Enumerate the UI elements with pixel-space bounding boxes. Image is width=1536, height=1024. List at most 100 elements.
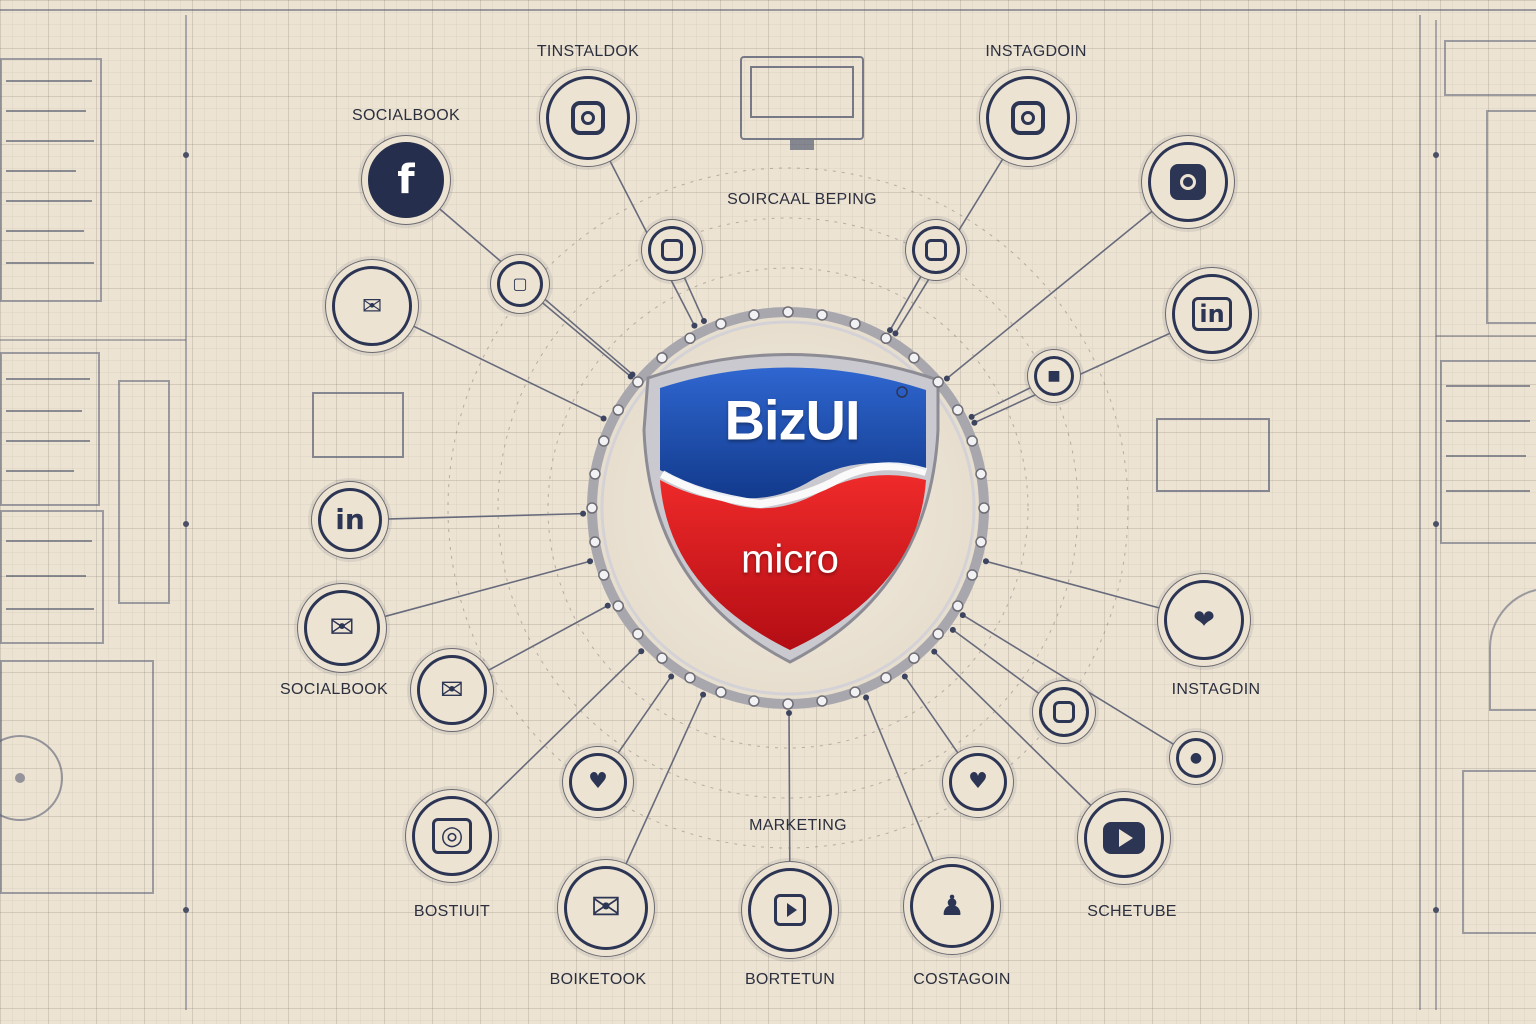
right-lower-panel: [1462, 770, 1536, 934]
share-node[interactable]: ✉: [332, 266, 412, 346]
ring-stud: [932, 376, 944, 388]
facebook-icon: f: [397, 157, 415, 203]
connector-dot: [943, 375, 950, 382]
mail-icon: ✉: [329, 610, 355, 645]
connector-dot: [949, 626, 956, 633]
connector-line: [962, 614, 1197, 759]
camera-node-small[interactable]: ●: [1176, 738, 1216, 778]
ring-stud: [880, 671, 892, 684]
message-node-small[interactable]: ▢: [497, 261, 543, 307]
ring-stud: [612, 404, 625, 416]
people-node-bottom[interactable]: ♟: [910, 864, 994, 948]
instagram-node-small-left[interactable]: [648, 226, 696, 274]
camera-icon: ●: [1189, 750, 1203, 766]
ring-stud: [932, 628, 944, 640]
network-ring: [447, 167, 1129, 849]
ring-stud: [978, 502, 990, 514]
label-right-lower: INSTAGDIN: [1171, 681, 1261, 698]
right-top-panel: [1444, 40, 1536, 96]
ring-stud: [589, 468, 601, 480]
connector-dot: [604, 602, 611, 609]
ring-stud: [589, 536, 601, 548]
heart-icon: ♥: [588, 769, 608, 794]
ring-stud: [656, 652, 668, 664]
play-node-bottom[interactable]: [748, 868, 832, 952]
connector-line: [933, 651, 1125, 839]
ring-stud: [966, 435, 978, 447]
ring-stud: [748, 309, 760, 321]
target-icon: ◎: [431, 818, 473, 854]
connector-line: [341, 560, 591, 629]
heart-icon: ❤: [1193, 605, 1215, 635]
connector-dot: [600, 415, 607, 422]
connector-dot: [887, 327, 894, 334]
label-bottom-center: MARKETING: [749, 817, 847, 834]
connector-dot: [971, 419, 978, 426]
connector-dot: [786, 709, 793, 716]
instagram-icon: [661, 239, 683, 261]
connector-dot: [931, 648, 938, 655]
linkedin-node-left[interactable]: in: [318, 488, 382, 552]
label-left-upper: SOCIALBOOK: [352, 107, 460, 124]
shield-blue: [660, 367, 926, 499]
facebook-node[interactable]: f: [368, 142, 444, 218]
ring-stud: [782, 306, 794, 318]
connector-line: [946, 181, 1189, 380]
connector-dot: [638, 648, 645, 655]
instagram-node-top-left[interactable]: [546, 76, 630, 160]
ring-stud: [684, 332, 696, 345]
play-icon: [1103, 822, 1145, 854]
label-bottom-left: BOSTIUIT: [413, 903, 491, 920]
ring-stud: [966, 569, 978, 581]
left-device-outline: [0, 660, 154, 894]
badge-title: BizUI: [724, 388, 861, 452]
ring-stud: [951, 404, 964, 416]
ring-stud: [748, 695, 760, 707]
label-top-left-header: TINSTALDOK: [536, 43, 640, 60]
linkedin-node-right[interactable]: in: [1172, 274, 1252, 354]
label-footer-center: BORTETUN: [744, 971, 836, 988]
ring-stud: [908, 352, 920, 364]
message-icon: ▢: [512, 274, 528, 293]
label-footer-left: BOIKETOOK: [549, 971, 647, 988]
ring-stud: [632, 628, 644, 640]
connector-line: [974, 313, 1213, 424]
instagram-node-top-right[interactable]: [986, 76, 1070, 160]
mail-node-left[interactable]: ✉: [304, 590, 380, 666]
connector-line: [451, 650, 642, 837]
network-ring: [497, 217, 1079, 799]
mail-icon: ✉: [440, 673, 464, 706]
image-node-small[interactable]: ■: [1034, 356, 1074, 396]
share-icon: ✉: [361, 292, 383, 320]
mail-node-bottom[interactable]: ✉: [564, 866, 648, 950]
left-column-panel: [118, 380, 170, 604]
heart-node-center-right[interactable]: ♥: [949, 753, 1007, 811]
people-icon: ♟: [939, 889, 965, 922]
ring-stud: [586, 502, 598, 514]
left-list-panel: [0, 352, 100, 506]
instagram-node-small-right[interactable]: [912, 226, 960, 274]
connector-dot: [892, 330, 899, 337]
label-footer-right: COSTAGOIN: [913, 971, 1011, 988]
connector-dot: [627, 373, 634, 380]
linkedin-icon: in: [335, 503, 365, 536]
instagram-node-small-lower[interactable]: [1039, 687, 1089, 737]
mail-node-secondary[interactable]: ✉: [417, 655, 487, 725]
instagram-icon: [1053, 701, 1075, 723]
youtube-node[interactable]: [1084, 798, 1164, 878]
ring-stud: [880, 332, 892, 345]
heart-icon: ♥: [968, 769, 988, 794]
ring-stud: [632, 376, 644, 388]
target-node[interactable]: ◎: [412, 796, 492, 876]
connector-dot: [863, 694, 870, 701]
ring-stud: [684, 671, 696, 684]
heart-node-left[interactable]: ♥: [569, 753, 627, 811]
right-calendar-widget: [1156, 418, 1270, 492]
monitor-icon: [740, 56, 864, 140]
connector-dot: [580, 510, 587, 517]
camera-node[interactable]: [1148, 142, 1228, 222]
heart-node-right[interactable]: ❤: [1164, 580, 1244, 660]
connector-dot: [700, 318, 707, 325]
ring-stud: [908, 652, 920, 664]
